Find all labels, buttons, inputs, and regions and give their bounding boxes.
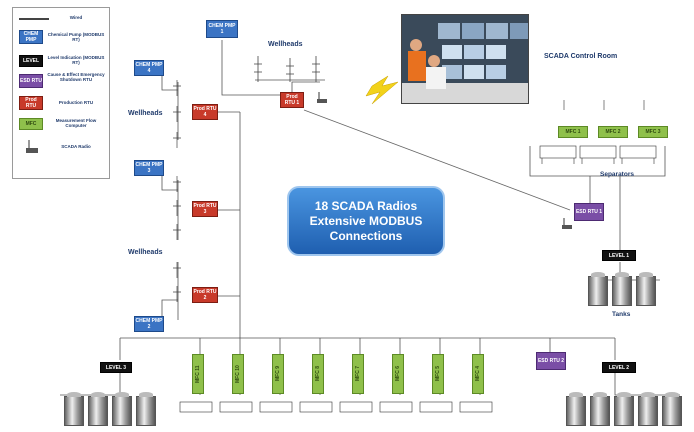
mfc-8: MFC 8 — [312, 354, 324, 394]
banner-line-2: Extensive MODBUS — [309, 213, 423, 228]
legend-level-box: LEVEL — [19, 55, 43, 67]
control-room-photo — [401, 14, 529, 104]
legend-mfc-label: Measurement Flow Computer — [55, 118, 97, 128]
scada-summary-banner: 18 SCADA Radios Extensive MODBUS Connect… — [287, 186, 445, 256]
tank — [566, 392, 586, 426]
separators-label: Separators — [600, 171, 634, 178]
legend-esd-box: ESD RTU — [19, 74, 43, 88]
legend-chem-pmp-label: Chemical Pump (MODBUS RT) — [47, 32, 105, 42]
esd-rtu-2: ESD RTU 2 — [536, 352, 566, 370]
tanks-label: Tanks — [612, 311, 631, 318]
mfc-11: MFC 11 — [192, 354, 204, 394]
wellheads-top-label: Wellheads — [268, 41, 303, 48]
banner-line-1: 18 SCADA Radios — [314, 198, 418, 213]
prod-rtu-3: Prod RTU 3 — [192, 201, 218, 217]
legend-radio-icon — [26, 140, 38, 153]
level-1: LEVEL 1 — [602, 250, 636, 261]
bottom-separator-equipment — [179, 401, 493, 413]
tank — [614, 392, 634, 426]
mfc-10: MFC 10 — [232, 354, 244, 394]
radio-icon — [562, 218, 572, 229]
mfc-6: MFC 6 — [392, 354, 404, 394]
esd-rtu-1: ESD RTU 1 — [574, 203, 604, 221]
banner-line-3: Connections — [329, 228, 403, 243]
tank — [636, 272, 656, 306]
wellheads-top-icon — [254, 56, 320, 82]
radio-icon — [317, 92, 327, 103]
legend-mfc-box: MFC — [19, 118, 43, 130]
mfc-3: MFC 3 — [638, 126, 668, 138]
wired-line-icon — [19, 18, 49, 20]
wellheads-left-label-2: Wellheads — [128, 249, 163, 256]
legend-chem-pmp-box: CHEM PMP — [19, 30, 43, 44]
legend-panel: Wired CHEM PMP Chemical Pump (MODBUS RT)… — [12, 7, 110, 179]
mfc-9: MFC 9 — [272, 354, 284, 394]
wellheads-left-icons — [173, 80, 181, 302]
legend-esd-label: Cause & Effect Emergency Shutdown RTU — [47, 72, 105, 82]
level-2: LEVEL 2 — [602, 362, 636, 373]
tank — [64, 392, 84, 426]
tank — [638, 392, 658, 426]
level-3: LEVEL 3 — [100, 362, 132, 373]
legend-wired-label: Wired — [69, 15, 83, 20]
chem-pmp-1: CHEM PMP 1 — [206, 20, 238, 38]
chem-pmp-4: CHEM PMP 4 — [134, 60, 164, 76]
prod-rtu-4: Prod RTU 4 — [192, 104, 218, 120]
tank — [662, 392, 682, 426]
tank — [88, 392, 108, 426]
chem-pmp-2: CHEM PMP 2 — [134, 316, 164, 332]
tank — [112, 392, 132, 426]
tank — [136, 392, 156, 426]
mfc-1: MFC 1 — [558, 126, 588, 138]
mfc-7: MFC 7 — [352, 354, 364, 394]
separator-equipment — [539, 100, 657, 164]
legend-radio-label: SCADA Radio — [61, 144, 91, 149]
prod-rtu-1: Prod RTU 1 — [280, 92, 304, 108]
tank — [588, 272, 608, 306]
legend-prod-label: Production RTU — [58, 100, 94, 105]
tank — [590, 392, 610, 426]
wellheads-left-label-1: Wellheads — [128, 110, 163, 117]
legend-level-label: Level Indication (MODBUS RT) — [47, 55, 105, 65]
mfc-2: MFC 2 — [598, 126, 628, 138]
control-room-label: SCADA Control Room — [544, 53, 618, 60]
chem-pmp-3: CHEM PMP 3 — [134, 160, 164, 176]
mfc-5: MFC 5 — [432, 354, 444, 394]
tank — [612, 272, 632, 306]
mfc-4: MFC 4 — [472, 354, 484, 394]
prod-rtu-2: Prod RTU 2 — [192, 287, 218, 303]
legend-prod-box: Prod RTU — [19, 96, 43, 110]
